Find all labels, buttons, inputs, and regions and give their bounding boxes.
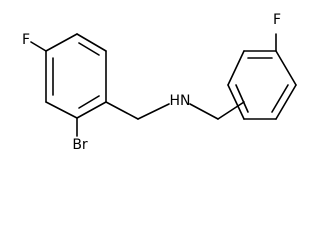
atom-label-bromine: Br <box>72 137 88 153</box>
bond-c-f-left <box>30 41 47 52</box>
bond-right-ring-2 <box>275 50 297 86</box>
bond-ch2-ring-right <box>217 101 245 120</box>
bond-left-ring-3 <box>76 101 107 119</box>
bond-right-ring-6 <box>227 50 245 86</box>
right-benzene-ring <box>227 50 297 120</box>
bond-n-ch2-right <box>189 103 219 120</box>
atom-label-amine: HN <box>170 93 191 109</box>
bond-ring-ch2-left <box>105 101 139 120</box>
bond-left-ring-1 <box>76 33 107 52</box>
double-bond-left-ring-a <box>78 42 100 56</box>
atom-label-fluorine-left: F <box>22 32 30 48</box>
left-benzene-ring <box>45 33 107 119</box>
bond-right-ring-5 <box>227 84 245 120</box>
atom-label-fluorine-right: F <box>273 12 281 28</box>
bond-left-ring-6 <box>45 33 78 52</box>
double-bond-left-ring-b <box>78 95 100 109</box>
double-bond-right-ring-b <box>271 84 289 113</box>
bond-right-ring-3 <box>275 84 297 120</box>
chemical-structure-diagram: F Br HN F <box>22 12 297 153</box>
bond-ch2-n-left <box>137 103 170 120</box>
bond-left-ring-4 <box>45 101 78 119</box>
double-bond-right-ring-c <box>235 84 249 113</box>
